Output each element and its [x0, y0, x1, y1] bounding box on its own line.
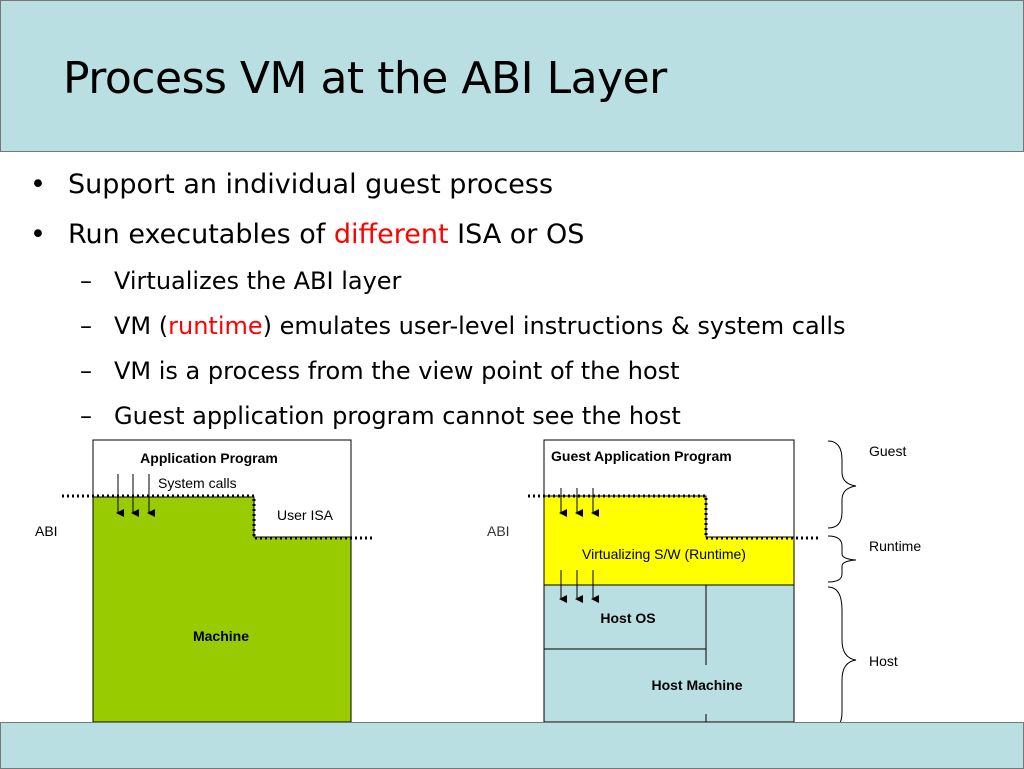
- highlight-word: runtime: [168, 312, 263, 340]
- bullet-text-post: ISA or OS: [448, 219, 585, 250]
- dash-mark: –: [80, 267, 92, 295]
- bullet-item: • Run executables of different ISA or OS: [30, 219, 585, 250]
- host-brace: [827, 586, 857, 731]
- footer-bar: [0, 722, 1024, 769]
- brace-label-host: Host: [869, 653, 898, 669]
- bullet-text-pre: Run executables of: [68, 219, 334, 250]
- sub-bullet-item: – VM (runtime) emulates user-level instr…: [80, 312, 846, 340]
- runtime-label: Virtualizing S/W (Runtime): [582, 546, 746, 562]
- user-isa-label: User ISA: [277, 507, 334, 523]
- app-program-label: Application Program: [140, 450, 278, 466]
- sub-bullet-text-post: ) emulates user-level instructions & sys…: [262, 312, 846, 340]
- abi-boundary-line: [62, 494, 374, 540]
- host-os-label: Host OS: [600, 610, 655, 626]
- brace-label-runtime: Runtime: [869, 538, 921, 554]
- right-diagram: Guest Application Program Virtualizing S…: [487, 439, 921, 731]
- dash-mark: –: [80, 312, 92, 340]
- runtime-brace: [827, 535, 857, 583]
- bullet-item: • Support an individual guest process: [30, 169, 554, 200]
- abi-label-left: ABI: [35, 523, 58, 539]
- sub-bullet-text: Guest application program cannot see the…: [114, 402, 681, 430]
- host-machine-block: [543, 584, 795, 723]
- highlight-word: different: [333, 219, 449, 250]
- bullet-mark: •: [30, 169, 46, 200]
- left-diagram: Application Program System calls User IS…: [35, 439, 374, 723]
- sub-bullet-text-pre: VM (: [114, 312, 169, 340]
- slide-title: Process VM at the ABI Layer: [63, 53, 667, 104]
- host-machine-label: Host Machine: [651, 677, 742, 693]
- sub-bullet-item: – Virtualizes the ABI layer: [80, 267, 402, 295]
- sub-bullet-text: VM is a process from the view point of t…: [114, 357, 680, 385]
- machine-label: Machine: [193, 628, 249, 644]
- brace-label-guest: Guest: [869, 443, 906, 459]
- host-os-block: [544, 584, 707, 650]
- title-bar: Process VM at the ABI Layer: [0, 0, 1024, 152]
- abi-label-right: ABI: [487, 523, 510, 539]
- abi-boundary-line: [528, 494, 818, 540]
- sub-bullet-text: Virtualizes the ABI layer: [114, 267, 402, 295]
- bullet-text: Support an individual guest process: [68, 169, 554, 200]
- guest-brace: [827, 440, 857, 529]
- bullet-mark: •: [30, 219, 46, 250]
- dash-mark: –: [80, 402, 92, 430]
- sub-bullet-item: – Guest application program cannot see t…: [80, 402, 681, 430]
- guest-app-label: Guest Application Program: [551, 448, 732, 464]
- dash-mark: –: [80, 357, 92, 385]
- system-calls-label: System calls: [158, 475, 237, 491]
- sub-bullet-item: – VM is a process from the view point of…: [80, 357, 680, 385]
